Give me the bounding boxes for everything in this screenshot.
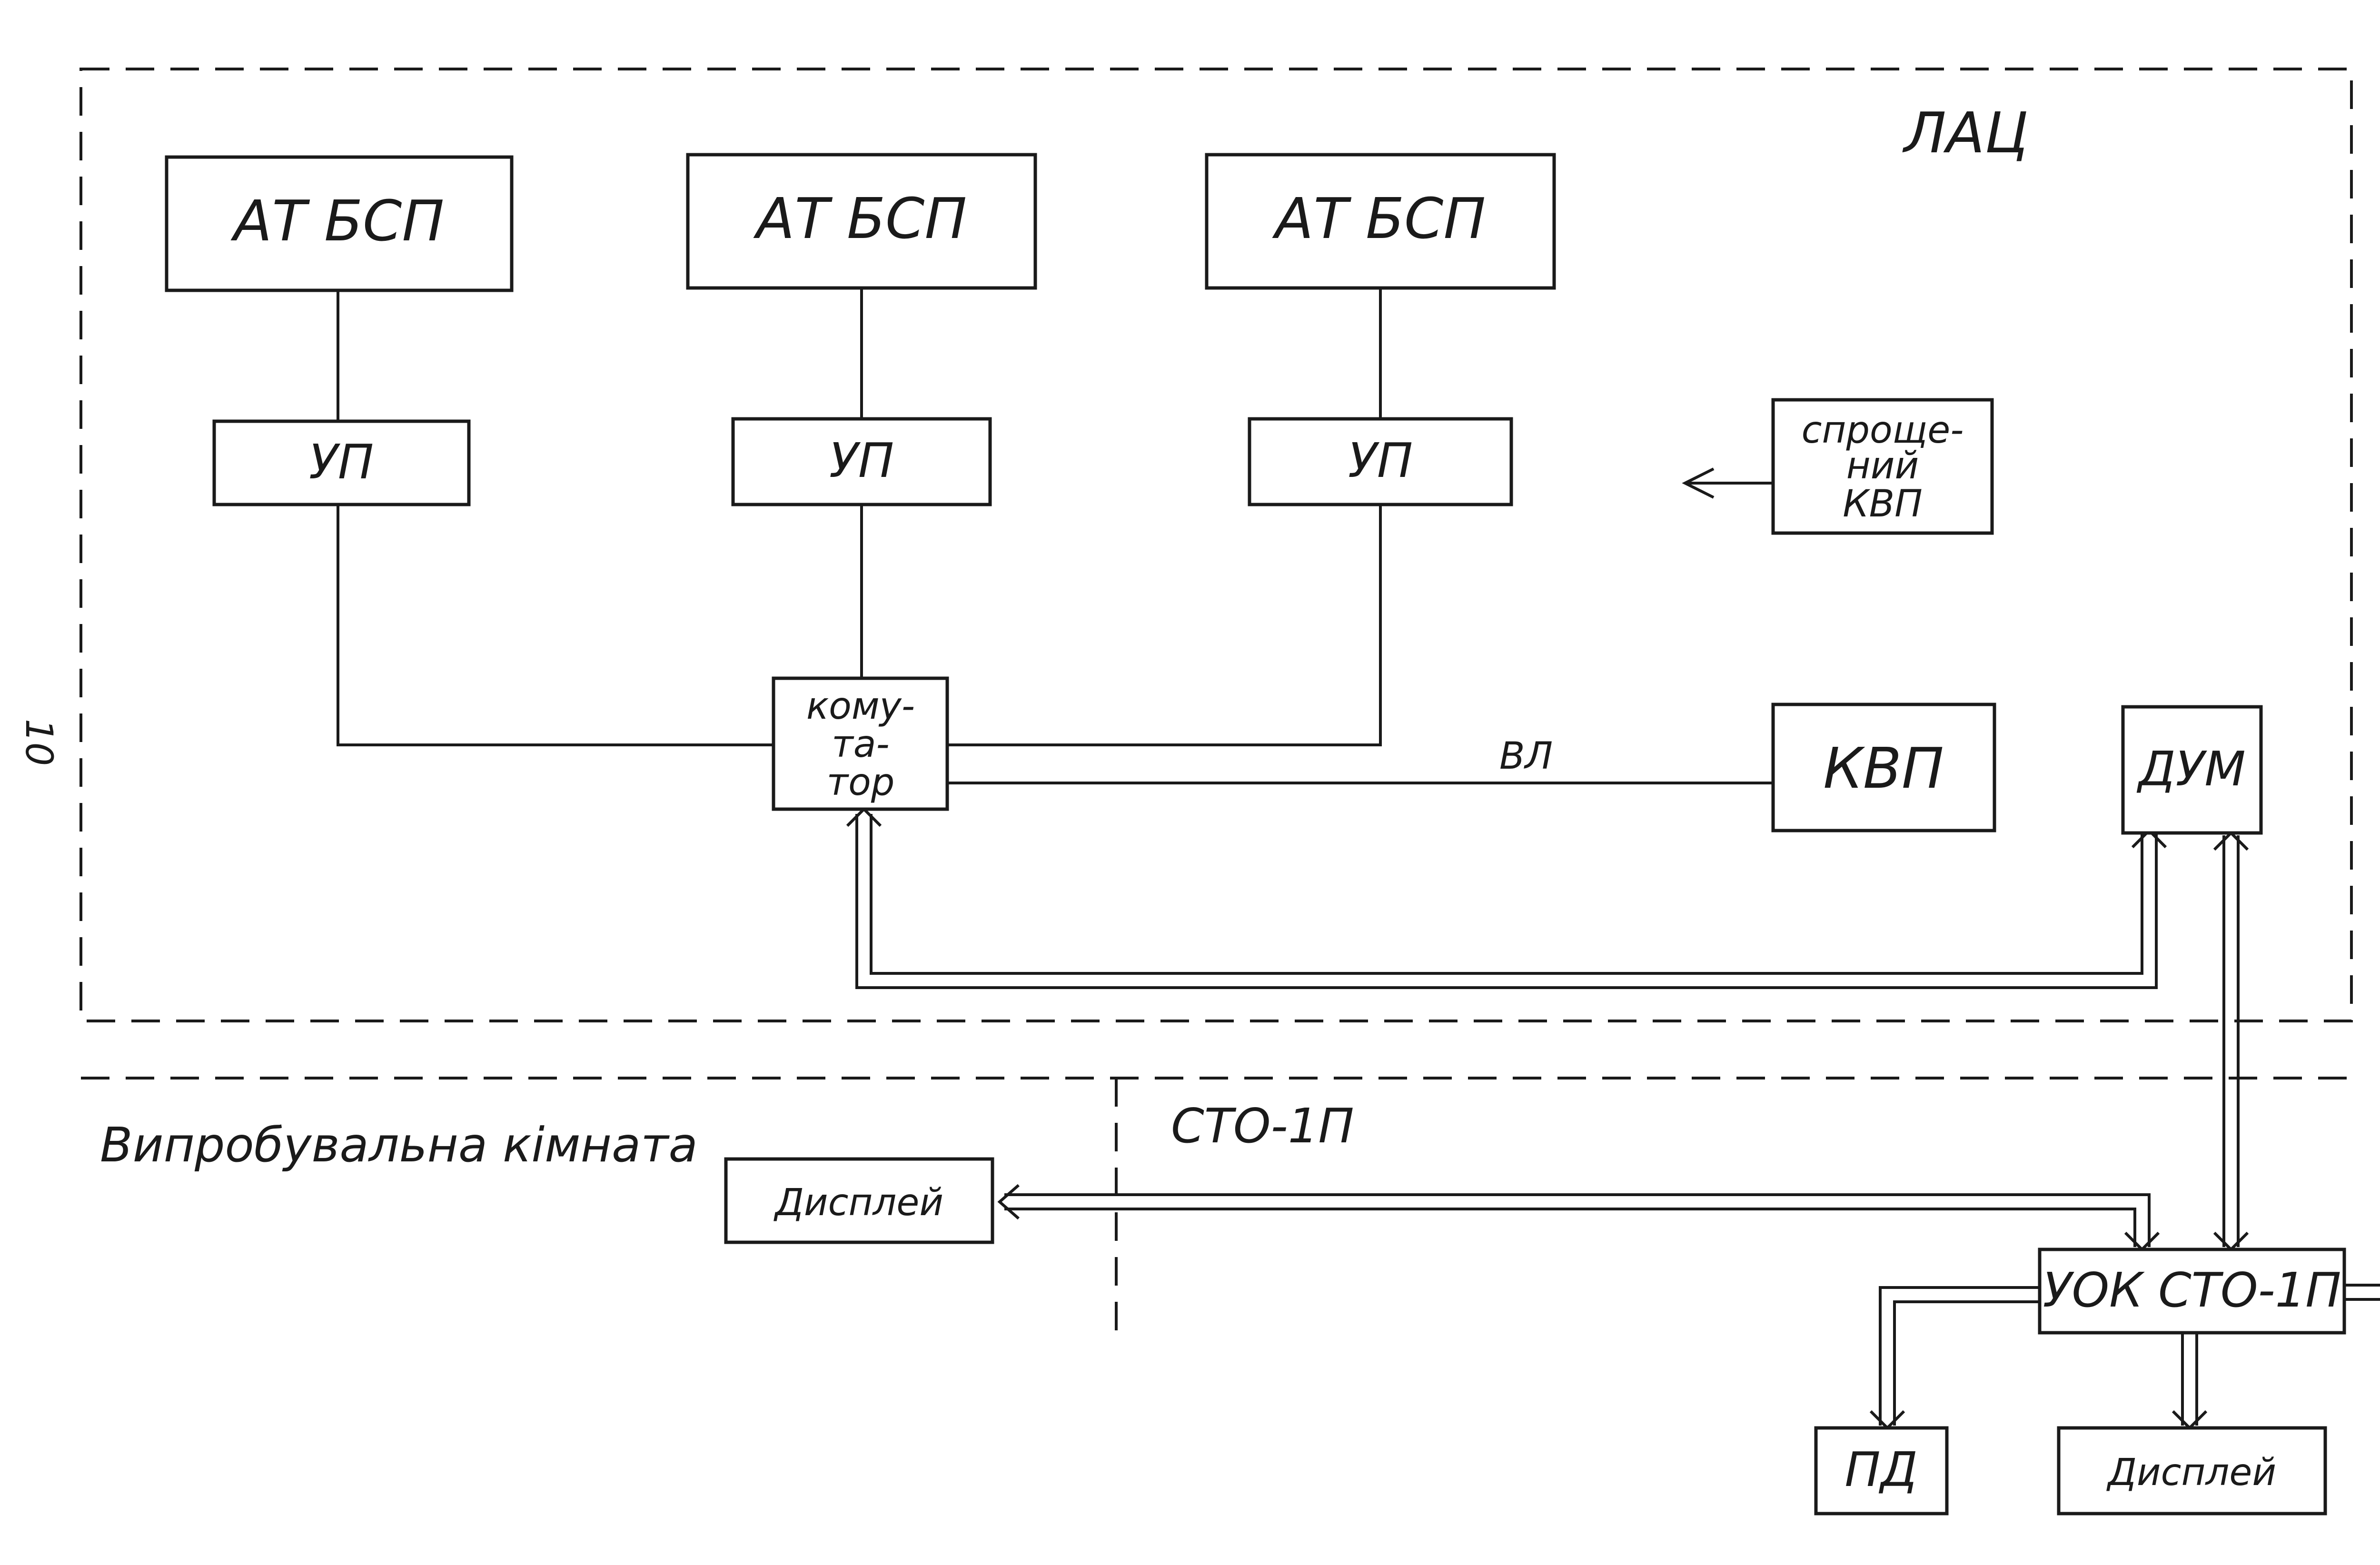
svg-text:тор: тор — [827, 761, 895, 804]
block-display-right: Дисплей — [2057, 1426, 2327, 1515]
lac-zone-label: ЛАЦ — [1902, 100, 2028, 166]
svg-text:КВП: КВП — [1843, 483, 1923, 525]
block-at-bsp-2: АТ БСП — [686, 153, 1037, 290]
line-label-vl: ВЛ — [1499, 735, 1553, 778]
bus-dum-to-commutator-inner — [870, 814, 2143, 975]
wire-up-1-to-commutator — [337, 505, 774, 746]
block-up-2: УП — [731, 417, 992, 506]
bus-arrow-head-display-left — [997, 1184, 1020, 1220]
svg-text:спроще-: спроще- — [1802, 409, 1964, 452]
block-pd: ПД — [1814, 1426, 1949, 1515]
svg-text:АТ БСП: АТ БСП — [1272, 186, 1486, 251]
bus-arrow-head-display-right — [2172, 1410, 2208, 1430]
svg-text:ДУМ: ДУМ — [2136, 741, 2245, 797]
bus-arrow-head-uok-top — [2213, 1231, 2249, 1252]
bus-dum-to-commutator-outer — [855, 814, 2158, 989]
block-commutator: кому- та- тор — [772, 676, 949, 811]
bus-uok-to-display-left-upper — [1004, 1193, 2151, 1247]
bus-uok-to-pd-outer — [1879, 1286, 2040, 1426]
block-simplified-kvp: спроще- ний КВП — [1771, 398, 1994, 535]
svg-text:ПД: ПД — [1844, 1442, 1917, 1497]
wire-up-3-to-commutator — [947, 505, 1382, 746]
bus-uok-to-display-left-lower — [1004, 1208, 2136, 1247]
svg-text:ний: ний — [1846, 445, 1919, 487]
svg-text:КВП: КВП — [1823, 735, 1944, 801]
block-up-1: УП — [212, 419, 471, 506]
svg-text:УП: УП — [1348, 433, 1413, 488]
block-kvp: КВП — [1771, 703, 1996, 832]
block-at-bsp-3: АТ БСП — [1205, 153, 1556, 290]
arrow-head-simplified-kvp — [1682, 467, 1715, 499]
block-display-left: Дисплей — [724, 1157, 994, 1244]
svg-text:УП: УП — [829, 433, 894, 488]
svg-text:Дисплей: Дисплей — [2106, 1451, 2276, 1494]
bus-arrow-head-uok-left — [2124, 1231, 2160, 1252]
svg-text:АТ БСП: АТ БСП — [230, 188, 444, 254]
block-up-3: УП — [1248, 417, 1513, 506]
svg-text:УОК СТО-1П: УОК СТО-1П — [2043, 1262, 2341, 1318]
svg-text:та-: та- — [832, 723, 889, 766]
block-uok-sto-1p: УОК СТО-1П — [2038, 1248, 2346, 1335]
bus-arrow-head-commutator — [846, 807, 882, 827]
svg-text:кому-: кому- — [806, 685, 915, 728]
lac-zone-frame — [79, 68, 2353, 1022]
block-at-bsp-1: АТ БСП — [165, 155, 514, 292]
bus-arrow-head-pd — [1869, 1410, 1905, 1430]
margin-page-mark: 10 — [17, 719, 60, 766]
svg-text:АТ БСП: АТ БСП — [753, 186, 967, 251]
bus-uok-to-pd-inner — [1893, 1300, 2040, 1426]
bus-arrow-head-dum-top — [2213, 831, 2249, 851]
svg-text:Дисплей: Дисплей — [774, 1181, 943, 1224]
svg-text:УП: УП — [309, 434, 374, 490]
sto-zone-label: СТО-1П — [1171, 1098, 1354, 1154]
block-dum: ДУМ — [2121, 705, 2263, 835]
workshop-zone-label: Випробувальна кімната — [100, 1117, 698, 1173]
